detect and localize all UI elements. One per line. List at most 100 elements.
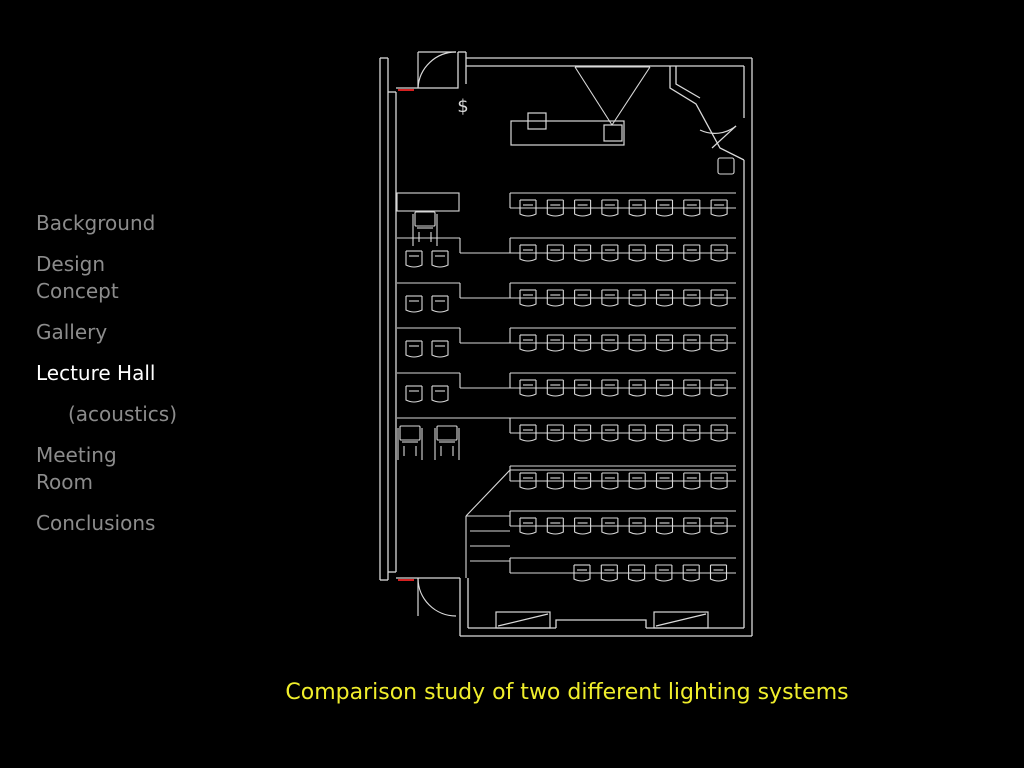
- seat: [655, 564, 673, 582]
- seat: [519, 517, 537, 535]
- seat: [574, 334, 592, 352]
- seat: [519, 424, 537, 442]
- seat: [601, 424, 619, 442]
- seat: [519, 199, 537, 217]
- seat: [683, 289, 701, 307]
- floor-vents: [495, 611, 709, 629]
- seat: [683, 244, 701, 262]
- seat: [546, 289, 564, 307]
- seat: [601, 517, 619, 535]
- seat: [405, 340, 423, 358]
- wheelchair-icon: [397, 425, 423, 460]
- seat: [573, 564, 591, 582]
- seat: [628, 564, 646, 582]
- seat: [601, 289, 619, 307]
- seat: [710, 199, 728, 217]
- seat: [655, 334, 674, 352]
- corner-armchair: [717, 157, 735, 175]
- seat: [682, 564, 700, 582]
- slide-caption: Comparison study of two different lighti…: [285, 680, 849, 705]
- projection-screen: [574, 66, 651, 126]
- seat: [710, 334, 728, 352]
- seat: [655, 424, 674, 442]
- seat: [655, 199, 674, 217]
- seat: [519, 334, 537, 352]
- seat: [546, 424, 564, 442]
- seat: [431, 340, 449, 358]
- seat: [519, 289, 537, 307]
- nav-item-acoustics[interactable]: (acoustics): [68, 402, 178, 426]
- seat: [431, 250, 449, 268]
- wheelchair-area: [396, 192, 460, 212]
- seat-row: [509, 465, 736, 490]
- seat: [546, 199, 564, 217]
- seat-row: [397, 237, 736, 268]
- seat: [405, 250, 423, 268]
- seat: [628, 199, 646, 217]
- seat: [405, 385, 423, 403]
- seat: [710, 472, 728, 490]
- wheelchair-icon: [434, 425, 460, 460]
- seat: [709, 564, 728, 582]
- seat: [574, 289, 592, 307]
- seat-row: [397, 372, 736, 403]
- seat: [601, 244, 619, 262]
- seat: [628, 289, 646, 307]
- seat: [628, 379, 646, 397]
- wheelchair-spaces: [397, 211, 460, 460]
- outer-walls: [379, 51, 753, 637]
- slide-navigation: Background Design Concept Gallery Lectur…: [36, 210, 206, 551]
- seat: [405, 295, 423, 313]
- seat: [710, 244, 728, 262]
- seat: [574, 379, 592, 397]
- seat-row: [509, 557, 736, 582]
- seat: [710, 379, 728, 397]
- seat: [574, 244, 592, 262]
- seat: [683, 517, 701, 535]
- seat: [574, 517, 592, 535]
- seat: [574, 199, 592, 217]
- seat: [431, 385, 449, 403]
- seat: [546, 517, 564, 535]
- seat: [628, 244, 646, 262]
- seat: [628, 424, 646, 442]
- seat: [546, 244, 564, 262]
- seat: [574, 424, 592, 442]
- seat: [519, 472, 537, 490]
- seat-row: [509, 510, 736, 535]
- seat: [546, 334, 564, 352]
- seat: [546, 379, 564, 397]
- seat: [655, 244, 674, 262]
- seat: [519, 244, 537, 262]
- seat: [683, 199, 701, 217]
- seat: [628, 517, 646, 535]
- nav-item-gallery[interactable]: Gallery: [36, 320, 108, 344]
- nav-item-lecture-hall[interactable]: Lecture Hall: [36, 361, 156, 385]
- seat: [600, 564, 618, 582]
- wheelchair-icon: [412, 211, 438, 246]
- seat: [683, 472, 701, 490]
- doors: [417, 51, 737, 617]
- seat-row: [397, 327, 736, 358]
- seat-row: [397, 417, 736, 442]
- seat: [683, 424, 701, 442]
- seat: [710, 289, 728, 307]
- seat: [628, 334, 646, 352]
- nav-item-design-concept[interactable]: Design Concept: [36, 252, 119, 303]
- seat: [710, 517, 728, 535]
- nav-item-meeting-room[interactable]: Meeting Room: [36, 443, 117, 494]
- nav-item-conclusions[interactable]: Conclusions: [36, 511, 156, 535]
- door-threshold-marks: [398, 89, 414, 581]
- seat-row: [397, 282, 736, 313]
- seat: [574, 472, 592, 490]
- seat: [655, 379, 674, 397]
- seat: [683, 379, 701, 397]
- seat: [601, 334, 619, 352]
- seat: [628, 472, 646, 490]
- seat: [601, 472, 619, 490]
- seat-row: [509, 192, 736, 217]
- seat: [683, 334, 701, 352]
- nav-item-background[interactable]: Background: [36, 211, 156, 235]
- seat: [601, 199, 619, 217]
